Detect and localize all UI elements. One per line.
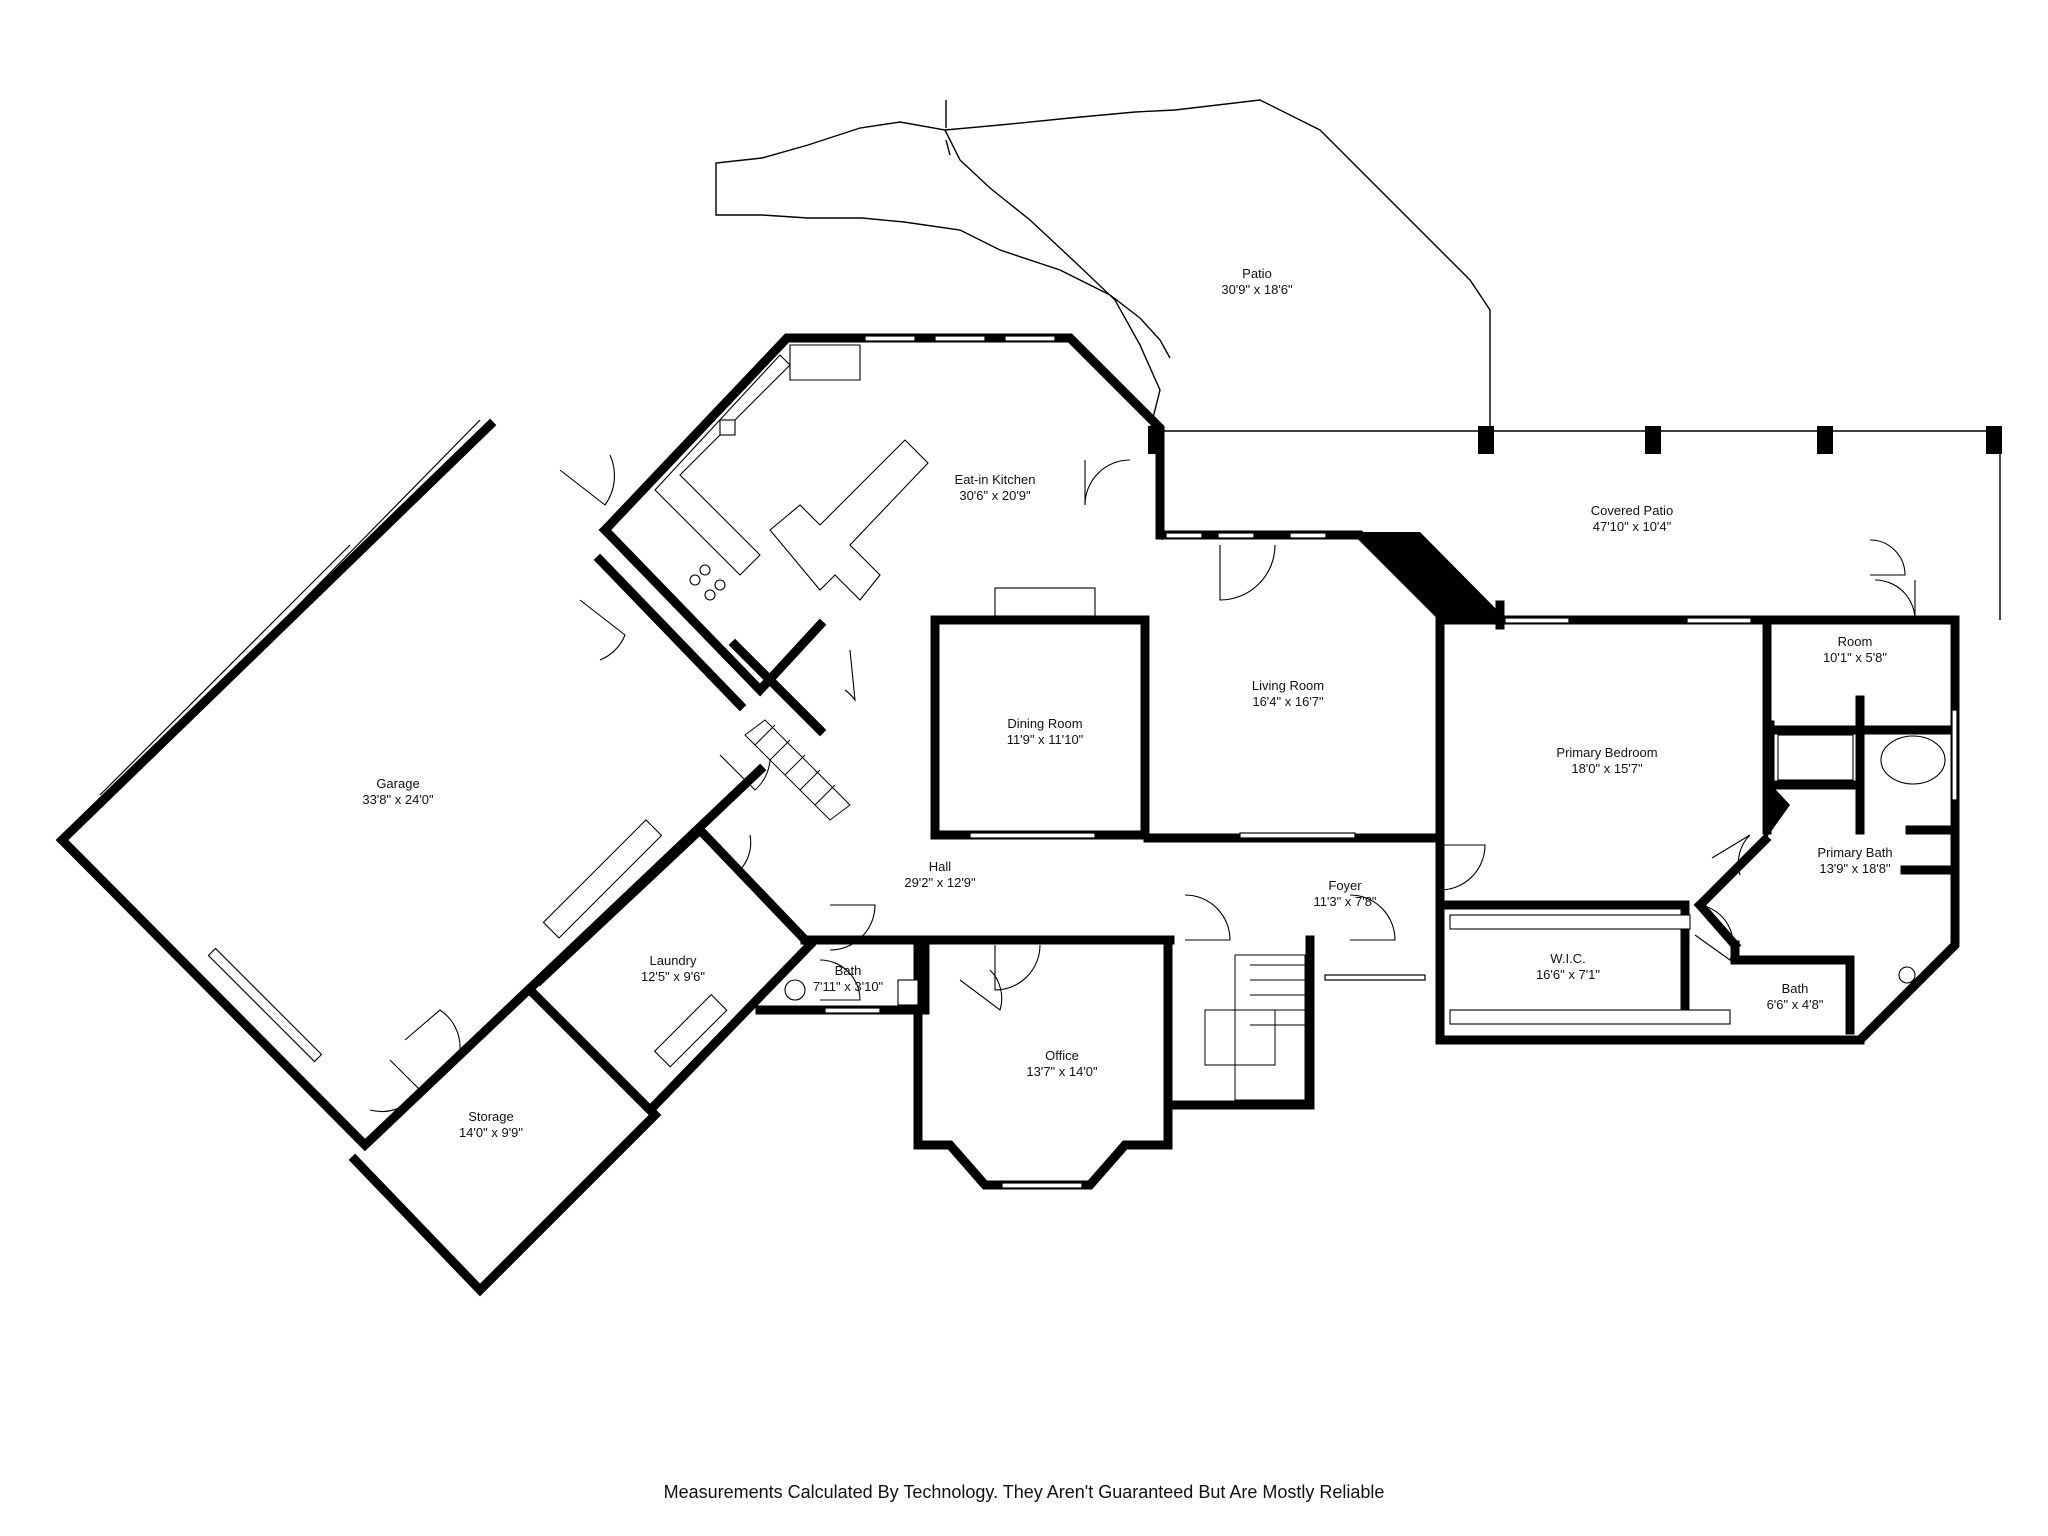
room-dims: 18'0" x 15'7"	[1571, 761, 1643, 776]
kitchen-counter	[654, 354, 791, 576]
room-dims: 14'0" x 9'9"	[459, 1125, 523, 1140]
room-name: Primary Bath	[1817, 845, 1892, 860]
room-name: Primary Bedroom	[1556, 745, 1657, 760]
kitchen-island	[769, 439, 929, 601]
room-dims: 16'6" x 7'1"	[1536, 967, 1600, 982]
room-dims: 30'9" x 18'6"	[1221, 282, 1293, 297]
kitchen-counter	[994, 587, 1096, 617]
laundry-counter	[653, 993, 728, 1068]
room-dims: 13'7" x 14'0"	[1026, 1064, 1098, 1079]
room-name: Foyer	[1328, 878, 1362, 893]
room-dims: 30'6" x 20'9"	[959, 488, 1031, 503]
room-name: W.I.C.	[1550, 951, 1585, 966]
room-name: Patio	[1242, 266, 1272, 281]
room-name: Covered Patio	[1591, 503, 1673, 518]
bath-fixtures	[207, 734, 1946, 1068]
toilet	[1898, 966, 1916, 984]
room-dims: 13'9" x 18'8"	[1819, 861, 1891, 876]
kitchen-fixtures	[654, 344, 1096, 617]
measurement-disclaimer: Measurements Calculated By Technology. T…	[663, 1482, 1385, 1502]
covered-patio-structure	[1148, 426, 2002, 620]
patio-outline	[715, 99, 1491, 431]
room-name: Eat-in Kitchen	[955, 472, 1036, 487]
room-name: Hall	[929, 859, 952, 874]
room-labels: Patio 30'9" x 18'6" Covered Patio 47'10"…	[362, 266, 1892, 1140]
patio-column	[1817, 426, 1833, 454]
stairs	[744, 719, 1306, 1101]
shower	[1777, 734, 1854, 781]
patio-column	[1478, 426, 1494, 454]
room-dims: 11'9" x 11'10"	[1007, 732, 1084, 747]
room-dims: 33'8" x 24'0"	[362, 792, 434, 807]
room-dims: 10'1" x 5'8"	[1823, 650, 1887, 665]
windows	[99, 335, 1958, 1189]
room-dims: 7'11" x 3'10"	[813, 979, 884, 994]
room-name: Living Room	[1252, 678, 1324, 693]
exterior-walls	[55, 333, 1960, 1297]
room-name: Bath	[835, 963, 862, 978]
wic-shelf	[1449, 914, 1691, 930]
room-name: Office	[1045, 1048, 1079, 1063]
sink	[897, 979, 919, 1006]
patio-column	[1986, 426, 2002, 454]
room-dims: 16'4" x 16'7"	[1252, 694, 1324, 709]
room-dims: 6'6" x 4'8"	[1767, 997, 1824, 1012]
room-name: Dining Room	[1007, 716, 1082, 731]
room-dims: 12'5" x 9'6"	[641, 969, 705, 984]
kitchen-counter	[789, 344, 861, 381]
room-name: Bath	[1782, 981, 1809, 996]
bathtub	[1880, 735, 1946, 785]
room-dims: 29'2" x 12'9"	[904, 875, 976, 890]
garage-shelf	[207, 947, 323, 1063]
doors	[369, 454, 1916, 1113]
laundry-counter	[542, 819, 663, 939]
wic-shelf	[1449, 1009, 1731, 1025]
room-name: Garage	[376, 776, 419, 791]
room-dims: 47'10" x 10'4"	[1593, 519, 1672, 534]
toilet	[784, 979, 806, 1001]
room-name: Room	[1838, 634, 1873, 649]
room-dims: 11'3" x 7'8"	[1313, 894, 1376, 909]
room-name: Laundry	[650, 953, 697, 968]
room-name: Storage	[468, 1109, 514, 1124]
patio-column	[1645, 426, 1661, 454]
